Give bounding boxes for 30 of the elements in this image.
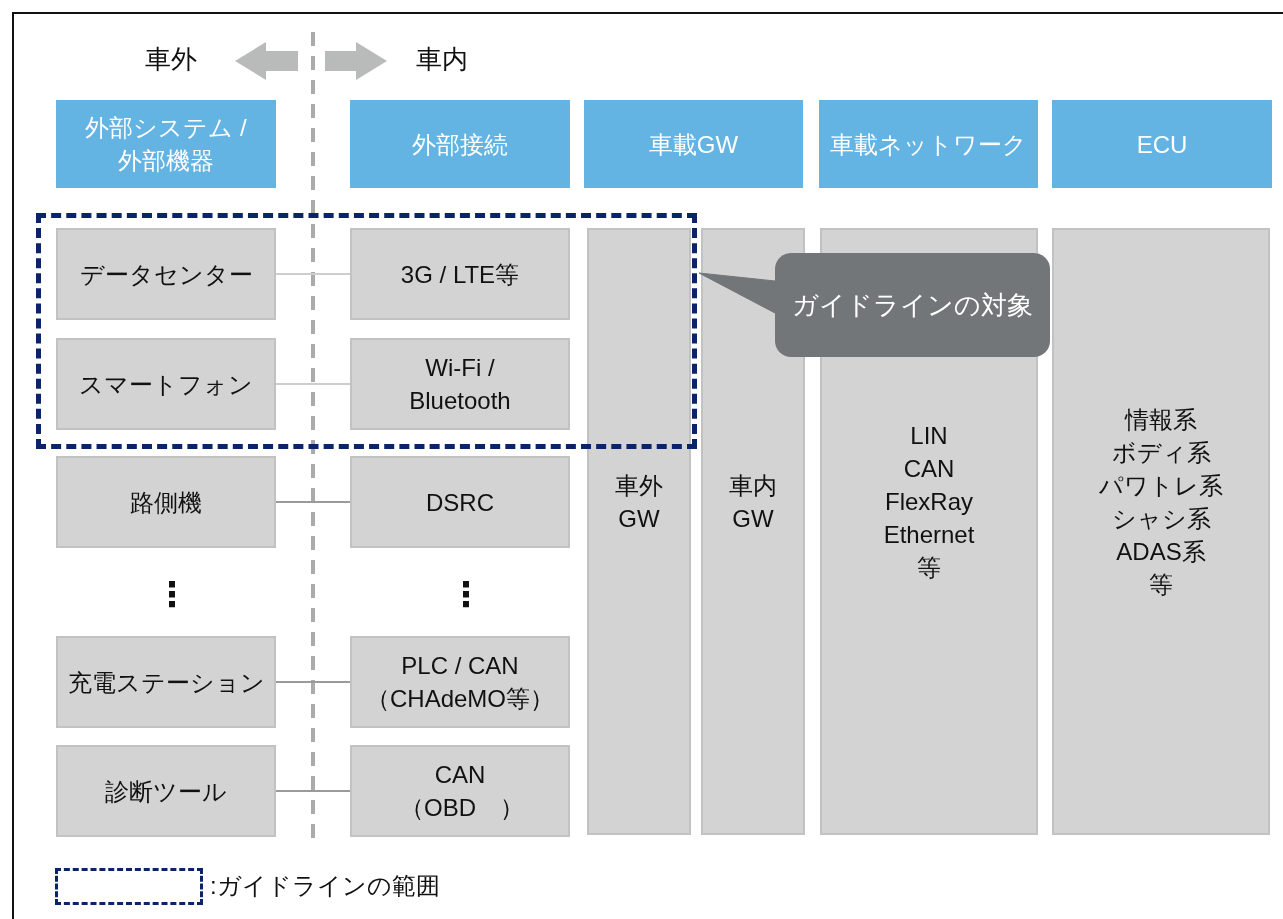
interface-box: DSRC [350,456,570,548]
device-box: 充電ステーション [56,636,276,728]
device-box: 診断ツール [56,745,276,837]
callout-pointer [698,272,776,314]
callout-tooltip: ガイドラインの対象 [775,253,1050,357]
interface-box: PLC / CAN （CHAdeMO等） [350,636,570,728]
side-label: 車外 [145,43,197,76]
interface-box: Wi-Fi / Bluetooth [350,338,570,430]
column-header: 外部システム / 外部機器 [56,100,276,188]
ecu-column: 情報系ボディ系パワトレ系シャシ系ADAS系等 [1052,228,1270,835]
ellipsis-mark: ⋮ [449,574,483,614]
device-box: データセンター [56,228,276,320]
connector-line [275,273,351,275]
interface-box: CAN （OBD ） [350,745,570,837]
interface-box: 3G / LTE等 [350,228,570,320]
device-box: スマートフォン [56,338,276,430]
column-header: 外部接続 [350,100,570,188]
connector-line [275,790,351,792]
connector-line [275,681,351,683]
column-header: ECU [1052,100,1272,188]
connector-line [275,383,351,385]
column-header: 車載ネットワーク [819,100,1038,188]
legend-text: :ガイドラインの範囲 [210,871,440,901]
gateway-column: 車外 GW [587,228,691,835]
scope-dashed-box [36,213,697,449]
column-header: 車載GW [584,100,803,188]
side-label: 車内 [416,43,468,76]
connector-line [275,501,351,503]
device-box: 路側機 [56,456,276,548]
ellipsis-mark: ⋮ [155,574,189,614]
